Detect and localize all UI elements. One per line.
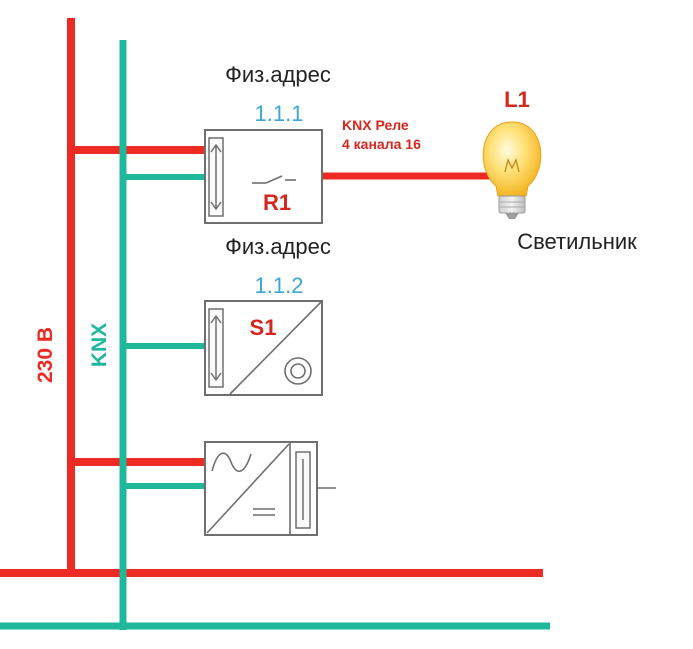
relay-desc-line1: KNX Реле (342, 117, 409, 133)
switch-body (204, 300, 323, 396)
relay-device[interactable]: R1 (204, 129, 323, 224)
switch-name: S1 (250, 315, 277, 340)
power-line-label: 230 В (34, 327, 57, 383)
switch-diagonal (229, 301, 322, 395)
relay-caption: Физ.адрес (225, 62, 331, 87)
switch-address: 1.1.2 (255, 273, 304, 298)
pushbutton-icon (284, 357, 312, 385)
bus-connector-icon (208, 308, 224, 388)
psu-diagonal (206, 443, 290, 534)
relay-address: 1.1.1 (255, 101, 304, 126)
bulb-tip (505, 213, 519, 219)
bus-connector-icon (295, 451, 311, 529)
sine-wave-icon (211, 452, 252, 472)
bulb-base (498, 195, 526, 214)
bulb-glass (482, 121, 542, 197)
relay-desc-line2: 4 канала 16 (342, 136, 421, 152)
lamp-name: L1 (504, 87, 530, 112)
switch-caption: Физ.адрес (225, 234, 331, 259)
relay-name: R1 (263, 190, 291, 215)
dc-lines-icon (253, 508, 275, 516)
lightbulb-icon[interactable] (482, 121, 542, 219)
bus-connector-icon (208, 137, 224, 217)
power-supply-device[interactable] (204, 441, 336, 536)
bus-wiring (0, 40, 550, 630)
lamp-label: Светильник (517, 229, 637, 254)
relay-body (204, 129, 323, 224)
switch-device[interactable]: S1 (204, 300, 323, 396)
power-wiring (0, 18, 543, 577)
bulb-filament (504, 157, 520, 173)
switch-contact-icon (252, 175, 296, 184)
bus-line-label: KNX (88, 323, 111, 367)
